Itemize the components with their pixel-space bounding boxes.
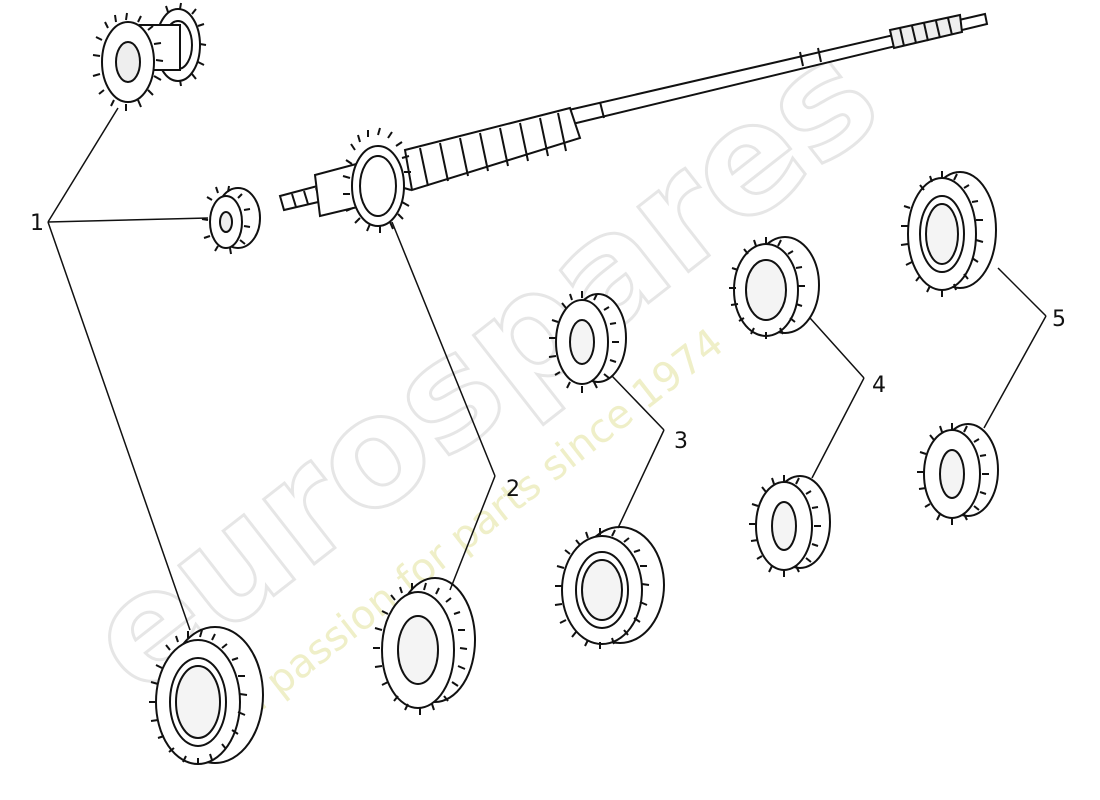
- gear-5-upper-synchro: [900, 171, 997, 297]
- callout-1: 1: [30, 211, 44, 236]
- gear-3-lower-synchro: [554, 526, 665, 649]
- shaft-integral-gear: [342, 127, 412, 233]
- watermark: eurospares a passion for parts since 197…: [54, 6, 911, 730]
- gear-1-small-pinion: [201, 185, 261, 255]
- callout-5: 5: [1052, 307, 1066, 332]
- leader-lines: [47, 107, 1047, 631]
- gear-3-upper: [548, 291, 627, 393]
- gear-4-lower: [749, 475, 831, 577]
- callout-2: 2: [506, 477, 520, 502]
- gear-4-upper-synchro: [729, 236, 820, 339]
- callout-4: 4: [872, 373, 886, 398]
- gear-5-lower: [917, 423, 999, 525]
- watermark-brand-text: eurospares: [55, 7, 909, 728]
- callout-numbers: 1 2 3 4 5: [30, 211, 1066, 502]
- gear-2: [373, 577, 476, 715]
- callout-3: 3: [674, 429, 688, 454]
- gear-1-cluster: [92, 2, 207, 111]
- gear-1-large-synchro: [149, 626, 264, 765]
- main-shaft: [278, 12, 989, 233]
